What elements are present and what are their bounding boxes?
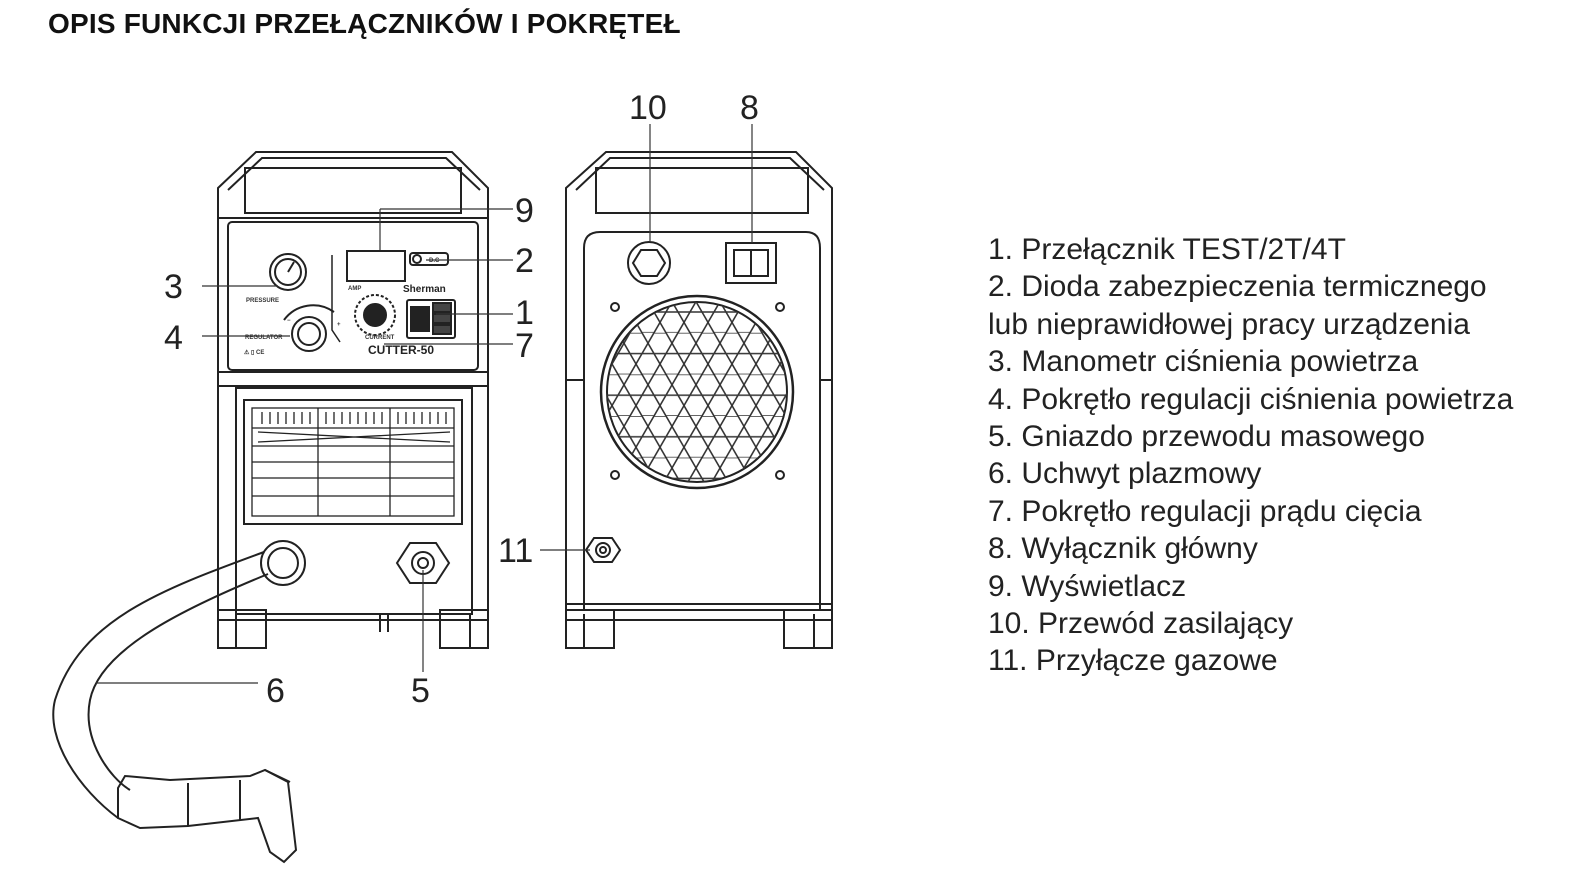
legend-item: 10. Przewód zasilający	[988, 607, 1294, 641]
display	[346, 250, 406, 282]
callout-8: 8	[740, 89, 759, 127]
callout-4: 4	[164, 319, 183, 357]
rear-view	[565, 151, 833, 649]
callout-11: 11	[498, 532, 533, 570]
legend-item: 2. Dioda zabezpieczenia termicznego	[988, 270, 1487, 304]
callout-5: 5	[411, 672, 430, 710]
legend-item: 3. Manometr ciśnienia powietrza	[988, 345, 1419, 379]
regulator-knob	[291, 316, 327, 352]
page-title: OPIS FUNKCJI PRZEŁĄCZNIKÓW I POKRĘTEŁ	[48, 8, 681, 39]
plus-sign: +	[337, 322, 341, 328]
legend-item: 7. Pokrętło regulacji prądu cięcia	[988, 494, 1422, 528]
callout-6: 6	[266, 672, 285, 710]
brand-label: Sherman	[403, 284, 446, 295]
legend-item: 5. Gniazdo przewodu masowego	[988, 420, 1425, 454]
regulator-label: REGULATOR	[245, 335, 283, 341]
callout-10: 10	[629, 89, 667, 127]
callout-2: 2	[515, 242, 534, 280]
model-label: CUTTER-50	[368, 343, 434, 357]
legend-list: 1. Przełącznik TEST/2T/4T 2. Dioda zabez…	[988, 231, 1513, 680]
legend-item: 6. Uchwyt plazmowy	[988, 457, 1262, 491]
callout-1: 1	[515, 294, 534, 332]
legend-item: 1. Przełącznik TEST/2T/4T	[988, 233, 1346, 266]
callout-9: 9	[515, 192, 534, 230]
front-view	[52, 151, 489, 864]
pressure-label: PRESSURE	[246, 298, 279, 304]
mode-switch	[406, 299, 456, 339]
gas-connector	[584, 537, 622, 563]
current-knob	[354, 294, 396, 336]
callout-7: 7	[515, 327, 534, 365]
pressure-gauge	[269, 253, 307, 291]
main-switch	[725, 242, 777, 284]
legend-item: 11. Przyłącze gazowe	[988, 644, 1278, 678]
callout-3: 3	[164, 268, 183, 306]
power-cord-gland	[627, 241, 671, 285]
legend-item: lub nieprawidłowej pracy urządzenia	[988, 307, 1470, 341]
leader-lines	[96, 124, 753, 684]
legend-item: 8. Wyłącznik główny	[988, 532, 1258, 566]
legend-item: 4. Pokrętło regulacji ciśnienia powietrz…	[988, 382, 1514, 416]
current-label: CURRENT	[365, 335, 395, 341]
legend-item: 9. Wyświetlacz	[988, 569, 1187, 603]
dc-label: D.C	[429, 258, 440, 264]
minus-sign: −	[287, 318, 291, 324]
certification-marks: ⚠ ▯ CE	[244, 349, 264, 356]
amp-label: AMP	[348, 286, 361, 292]
fan-grille	[599, 294, 795, 490]
